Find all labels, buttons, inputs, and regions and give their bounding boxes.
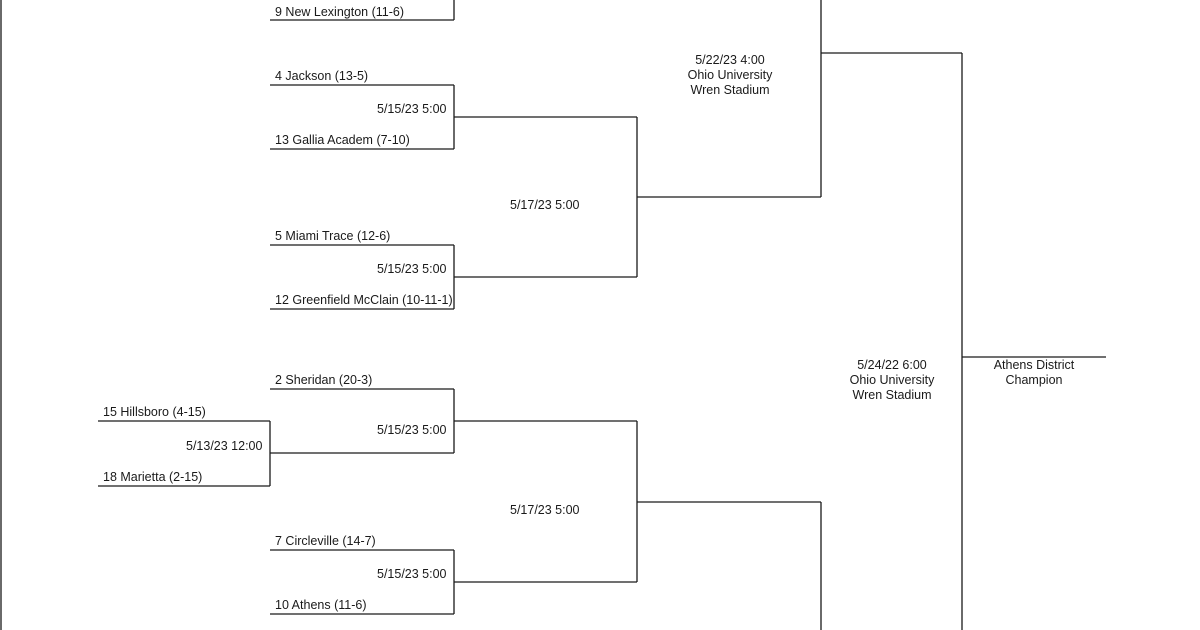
champion-label: Athens District Champion [994, 358, 1075, 388]
final-venue-line1: Ohio University [849, 373, 935, 387]
team-circleville: 7 Circleville (14-7) [275, 534, 376, 548]
final-info: 5/24/22 6:00 Ohio University Wren Stadiu… [850, 358, 935, 403]
game-date-jackson-gallia: 5/15/23 5:00 [377, 102, 447, 116]
team-sheridan: 2 Sheridan (20-3) [275, 373, 373, 387]
district-semi-date: 5/22/23 4:00 [695, 53, 765, 67]
team-hillsboro: 15 Hillsboro (4-15) [103, 405, 206, 419]
game-date-sheridan: 5/15/23 5:00 [377, 423, 447, 437]
team-miami-trace: 5 Miami Trace (12-6) [275, 229, 391, 243]
district-semi-venue-line2: Wren Stadium [690, 83, 770, 97]
game-date-lower-semi: 5/17/23 5:00 [510, 503, 580, 517]
team-new-lexington: 9 New Lexington (11-6) [275, 5, 405, 19]
team-marietta: 18 Marietta (2-15) [103, 470, 203, 484]
final-venue-line2: Wren Stadium [852, 388, 932, 402]
district-semi-info: 5/22/23 4:00 Ohio University Wren Stadiu… [688, 53, 773, 98]
game-date-circleville-athens: 5/15/23 5:00 [377, 567, 447, 581]
team-greenfield-mcclain: 12 Greenfield McClain (10-11-1) [275, 293, 453, 307]
team-jackson: 4 Jackson (13-5) [275, 69, 369, 83]
final-date: 5/24/22 6:00 [857, 358, 927, 372]
team-gallia-academ: 13 Gallia Academ (7-10) [275, 133, 410, 147]
game-date-hillsboro-marietta: 5/13/23 12:00 [186, 439, 263, 453]
district-semi-venue-line1: Ohio University [687, 68, 773, 82]
champion-line2: Champion [1005, 373, 1063, 387]
game-date-upper-semi: 5/17/23 5:00 [510, 198, 580, 212]
team-athens: 10 Athens (11-6) [275, 598, 367, 612]
connector-lines [0, 0, 1106, 630]
game-date-miami-greenfield: 5/15/23 5:00 [377, 262, 447, 276]
champion-line1: Athens District [993, 358, 1075, 372]
